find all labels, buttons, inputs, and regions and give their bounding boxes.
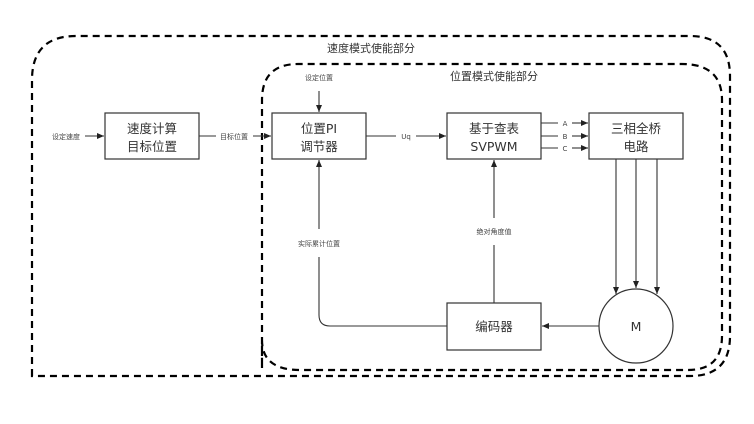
svpwm-label-2: SVPWM — [470, 139, 517, 154]
position-pi-label-2: 调节器 — [300, 139, 338, 154]
phase-b-label: B — [563, 133, 568, 141]
position-mode-region-label: 位置模式使能部分 — [450, 69, 538, 83]
position-pi-block — [271, 112, 367, 160]
bridge-label-2: 电路 — [623, 139, 649, 154]
uq-label: Uq — [401, 133, 411, 141]
bridge-block — [588, 112, 684, 160]
absolute-angle-label: 绝对角度值 — [477, 227, 512, 236]
phase-a-label: A — [563, 120, 568, 128]
speed-calc-label-2: 目标位置 — [127, 139, 177, 154]
target-position-label: 目标位置 — [220, 132, 248, 141]
motor-label: M — [631, 319, 642, 334]
speed-mode-region — [30, 34, 732, 378]
actual-position-line-lower — [318, 257, 447, 327]
bridge-label-1: 三相全桥 — [611, 121, 662, 136]
set-speed-label: 设定速度 — [52, 132, 80, 141]
position-mode-region — [260, 62, 724, 372]
svpwm-label-1: 基于查表 — [469, 121, 520, 136]
set-position-label: 设定位置 — [305, 73, 333, 82]
speed-calc-label-1: 速度计算 — [127, 121, 177, 136]
position-pi-label-1: 位置PI — [301, 121, 337, 136]
speed-mode-region-label: 速度模式使能部分 — [327, 41, 415, 55]
actual-position-label: 实际累计位置 — [298, 239, 340, 248]
encoder-label: 编码器 — [475, 319, 513, 334]
phase-c-label: C — [563, 145, 568, 153]
